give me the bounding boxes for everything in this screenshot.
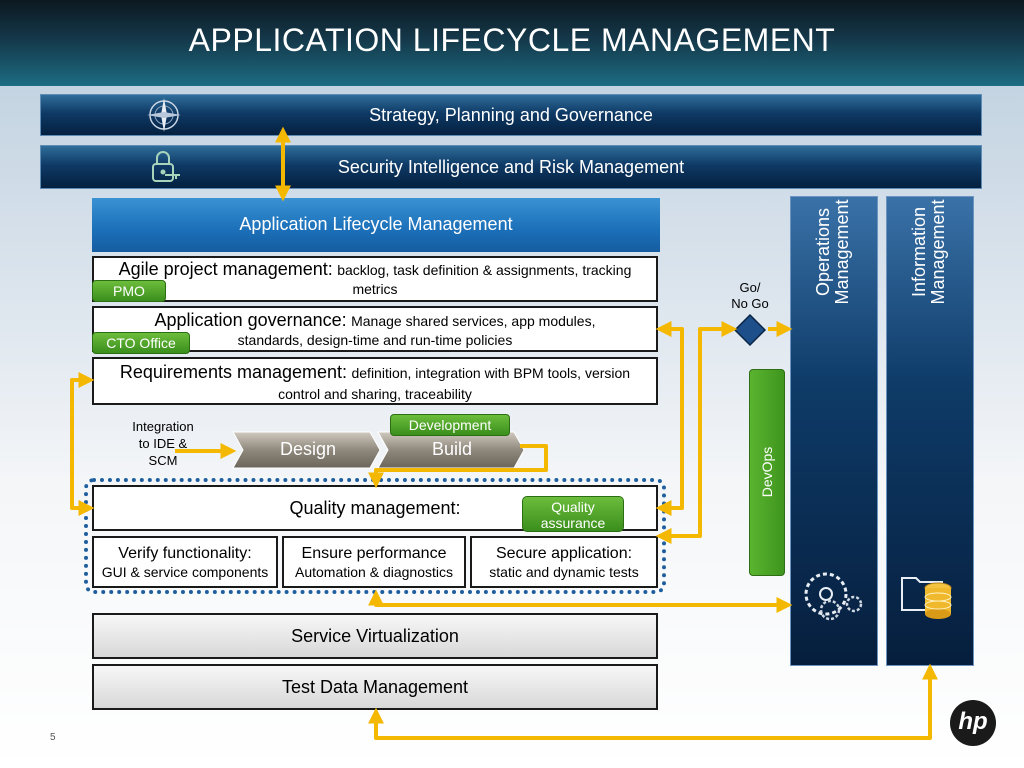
design-label: Design	[279, 439, 337, 459]
operations-management-panel	[790, 196, 878, 666]
operations-line-1: Operations	[813, 207, 833, 297]
quality-title: Quality management:	[289, 498, 461, 518]
service-virtualization-box: Service Virtualization	[92, 613, 658, 659]
strategy-label: Strategy, Planning and Governance	[369, 105, 653, 125]
performance-title: Ensure performance	[301, 545, 447, 562]
page-number: 5	[50, 732, 56, 743]
integration-line-2: to IDE &	[138, 436, 188, 451]
secure-title: Secure application:	[495, 545, 633, 562]
verify-sub: GUI & service components	[101, 564, 269, 580]
pmo-badge: PMO	[92, 280, 166, 302]
requirements-box: Requirements management: definition, int…	[92, 357, 658, 405]
quality-assurance-badge: Quality assurance	[522, 496, 624, 532]
ensure-performance-box: Ensure performance Automation & diagnost…	[282, 536, 466, 588]
agile-box: Agile project management: backlog, task …	[92, 256, 658, 302]
title-bar	[0, 0, 1024, 86]
qa-line-1: Quality	[551, 499, 595, 515]
performance-sub: Automation & diagnostics	[295, 564, 453, 580]
security-band: Security Intelligence and Risk Managemen…	[40, 145, 982, 189]
development-badge: Development	[390, 414, 510, 436]
quality-dotted-outline	[84, 478, 666, 594]
requirements-desc: definition, integration with BPM tools, …	[278, 365, 631, 402]
qa-line-2: assurance	[540, 515, 606, 531]
gears-icon	[804, 572, 863, 621]
go-no-go-diamond-icon	[733, 313, 767, 347]
go-no-go-label: Go/ No Go	[720, 280, 780, 312]
information-label: Information Management	[909, 192, 950, 312]
agile-desc: backlog, task definition & assignments, …	[337, 262, 632, 297]
slide-title: APPLICATION LIFECYCLE MANAGEMENT	[188, 22, 836, 58]
integration-note: Integration to IDE & SCM	[120, 418, 206, 469]
database-folder-icon	[901, 577, 952, 619]
build-label: Build	[431, 439, 473, 459]
hp-logo: hp	[950, 700, 996, 746]
agile-title: Agile project management:	[118, 259, 333, 279]
test-data-management-box: Test Data Management	[92, 664, 658, 710]
operations-line-2: Management	[832, 199, 852, 305]
requirements-title: Requirements management:	[119, 362, 348, 382]
design-chevron	[232, 431, 381, 469]
compass-icon	[147, 98, 181, 132]
devops-label: DevOps	[759, 446, 775, 498]
operations-label: Operations Management	[813, 192, 854, 312]
information-line-2: Management	[928, 199, 948, 305]
verify-title: Verify functionality:	[118, 545, 252, 562]
hp-logo-text: hp	[958, 708, 988, 735]
secure-sub: static and dynamic tests	[489, 564, 639, 580]
information-line-1: Information	[909, 206, 929, 298]
devops-bar	[749, 369, 785, 576]
integration-line-1: Integration	[132, 419, 194, 434]
integration-line-3: SCM	[148, 453, 178, 468]
gate-line-1: Go/	[739, 280, 761, 295]
verify-functionality-box: Verify functionality: GUI & service comp…	[92, 536, 278, 588]
gate-line-2: No Go	[731, 296, 769, 311]
alm-header: Application Lifecycle Management	[92, 198, 660, 252]
cto-office-badge: CTO Office	[92, 332, 190, 354]
lock-key-icon	[152, 151, 180, 182]
secure-application-box: Secure application: static and dynamic t…	[470, 536, 658, 588]
security-label: Security Intelligence and Risk Managemen…	[337, 157, 685, 177]
governance-title: Application governance:	[154, 310, 347, 330]
governance-desc: Manage shared services, app modules, sta…	[237, 313, 596, 348]
strategy-band: Strategy, Planning and Governance	[40, 94, 982, 136]
